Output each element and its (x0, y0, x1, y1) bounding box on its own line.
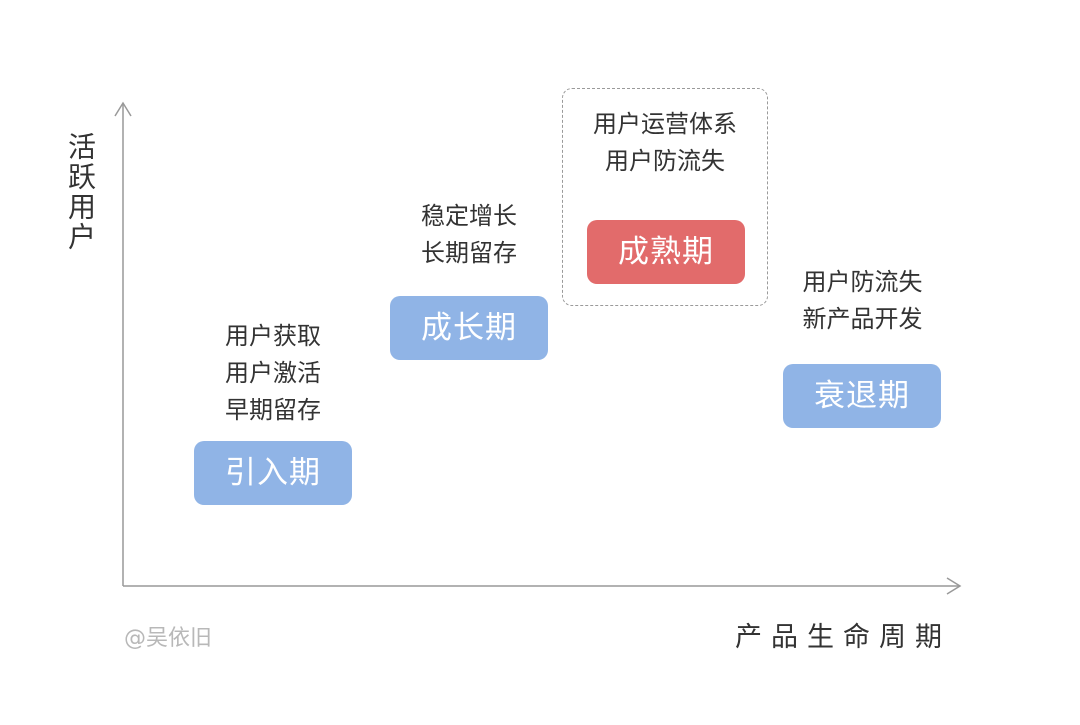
stage-maturity-notes: 用户运营体系 用户防流失 (575, 106, 755, 180)
watermark: @吴依旧 (124, 626, 213, 651)
note-line: 用户激活 (225, 359, 321, 387)
stage-growth-box: 成长期 (390, 296, 548, 360)
note-line: 稳定增长 (421, 202, 517, 230)
x-axis-label: 产品生命周期 (735, 622, 951, 653)
note-line: 新产品开发 (802, 305, 923, 333)
stage-maturity-box: 成熟期 (587, 220, 745, 284)
note-line: 用户防流失 (605, 147, 725, 175)
stage-decline-box: 衰退期 (783, 364, 941, 428)
stage-decline-notes: 用户防流失 新产品开发 (790, 264, 935, 338)
note-line: 早期留存 (225, 396, 321, 424)
y-axis-label: 活跃用户 (64, 132, 97, 252)
note-line: 长期留存 (421, 239, 517, 267)
stage-intro-box: 引入期 (194, 441, 352, 505)
stage-intro-notes: 用户获取 用户激活 早期留存 (203, 318, 343, 429)
note-line: 用户运营体系 (593, 110, 737, 138)
maturity-highlight-frame (562, 88, 768, 306)
stage-growth-notes: 稳定增长 长期留存 (399, 198, 539, 272)
y-axis-arrowhead (114, 101, 132, 117)
note-line: 用户获取 (225, 322, 321, 350)
x-axis-arrowhead (946, 577, 962, 595)
note-line: 用户防流失 (802, 268, 923, 296)
